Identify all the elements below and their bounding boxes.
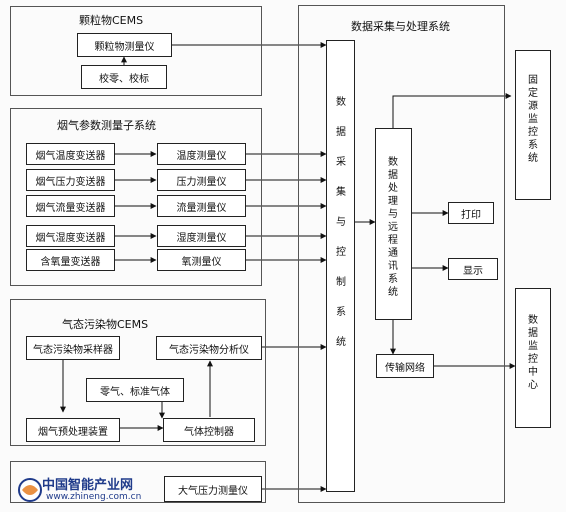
- flow-transmitter: 烟气流量变送器: [26, 195, 115, 217]
- fixed-source-monitor: [515, 50, 551, 200]
- temperature-meter: 温度测量仪: [157, 143, 246, 165]
- fixed-source-monitor-label: 固定源监控系统: [528, 75, 538, 164]
- dacs-outer-panel: [298, 5, 505, 503]
- particulate-cems-panel: [10, 6, 262, 96]
- pressure-meter: 压力测量仪: [157, 169, 246, 191]
- zero-span-gas: 零气、标准气体: [86, 378, 184, 402]
- oxygen-meter: 氧测量仪: [157, 249, 246, 271]
- watermark-name: 中国智能产业网: [42, 478, 134, 493]
- humidity-meter: 湿度测量仪: [157, 225, 246, 247]
- collect-control-label: 数据采集与控制系统: [336, 97, 346, 348]
- humidity-transmitter: 烟气湿度变送器: [26, 225, 115, 247]
- processing-comm-system: [375, 128, 412, 320]
- gas-pollutant-panel: [10, 299, 266, 446]
- atmospheric-pressure-meter: 大气压力测量仪: [164, 476, 262, 502]
- logo-icon: [18, 478, 42, 502]
- print-box: 打印: [448, 202, 494, 224]
- gas-sampler: 气态污染物采样器: [26, 336, 120, 360]
- particulate-meter: 颗粒物测量仪: [77, 33, 172, 57]
- dacs-title: 数据采集与处理系统: [351, 20, 450, 33]
- gas-pollutant-title: 气态污染物CEMS: [62, 318, 149, 331]
- particulate-cems-title: 颗粒物CEMS: [79, 14, 144, 27]
- temperature-transmitter: 烟气温度变送器: [26, 143, 115, 165]
- display-box: 显示: [448, 258, 498, 280]
- processing-comm-label: 数据处理与远程通讯系统: [388, 157, 398, 298]
- gas-controller: 气体控制器: [163, 418, 255, 442]
- collect-control-system: [326, 40, 355, 492]
- flue-pretreatment: 烟气预处理装置: [26, 418, 120, 442]
- pressure-transmitter: 烟气压力变送器: [26, 169, 115, 191]
- data-monitor-center-label: 数据监控中心: [528, 315, 538, 391]
- calibration-box: 校零、校标: [81, 65, 167, 89]
- flue-gas-parameter-title: 烟气参数测量子系统: [57, 119, 156, 132]
- watermark-url: www.zhineng.com.cn: [46, 492, 142, 502]
- data-monitor-center: [515, 288, 551, 428]
- atmospheric-pressure-panel: [10, 461, 266, 503]
- oxygen-transmitter: 含氧量变送器: [26, 249, 115, 271]
- watermark-logo: 中国智能产业网 www.zhineng.com.cn: [16, 472, 166, 508]
- gas-analyzer: 气态污染物分析仪: [156, 336, 262, 360]
- flow-meter: 流量测量仪: [157, 195, 246, 217]
- flue-gas-parameter-panel: [10, 108, 262, 286]
- transmission-network: 传输网络: [376, 354, 434, 378]
